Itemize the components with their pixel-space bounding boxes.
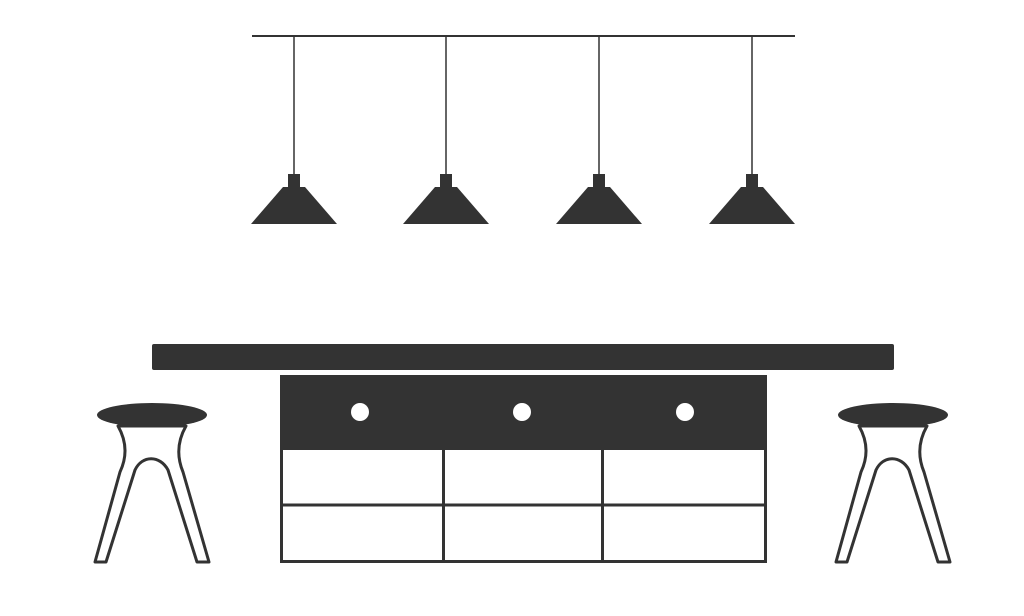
- stool-legs: [834, 424, 952, 564]
- pendant-lamp-2: [403, 36, 489, 224]
- lamp-shade-icon: [709, 187, 795, 224]
- lamp-socket: [746, 174, 758, 188]
- countertop: [152, 344, 894, 370]
- pendant-lamp-3: [556, 36, 642, 224]
- lamp-shade-icon: [251, 187, 337, 224]
- lamp-shade-icon: [556, 187, 642, 224]
- cabinet-frame: [280, 375, 767, 563]
- lamp-shade-icon: [403, 187, 489, 224]
- drawer-knob-icon: [676, 403, 694, 421]
- stool-seat: [97, 403, 207, 427]
- stool-legs: [93, 424, 211, 564]
- island-cabinet: [280, 375, 767, 563]
- lamp-socket: [440, 174, 452, 188]
- lamp-socket: [593, 174, 605, 188]
- lamp-socket: [288, 174, 300, 188]
- drawer-knob-icon: [513, 403, 531, 421]
- bar-stool-right: [834, 403, 952, 564]
- pendant-lamp-4: [709, 36, 795, 224]
- drawer-knob-icon: [351, 403, 369, 421]
- stool-seat: [838, 403, 948, 427]
- bar-stool-left: [93, 403, 211, 564]
- pendant-lamp-1: [251, 36, 337, 224]
